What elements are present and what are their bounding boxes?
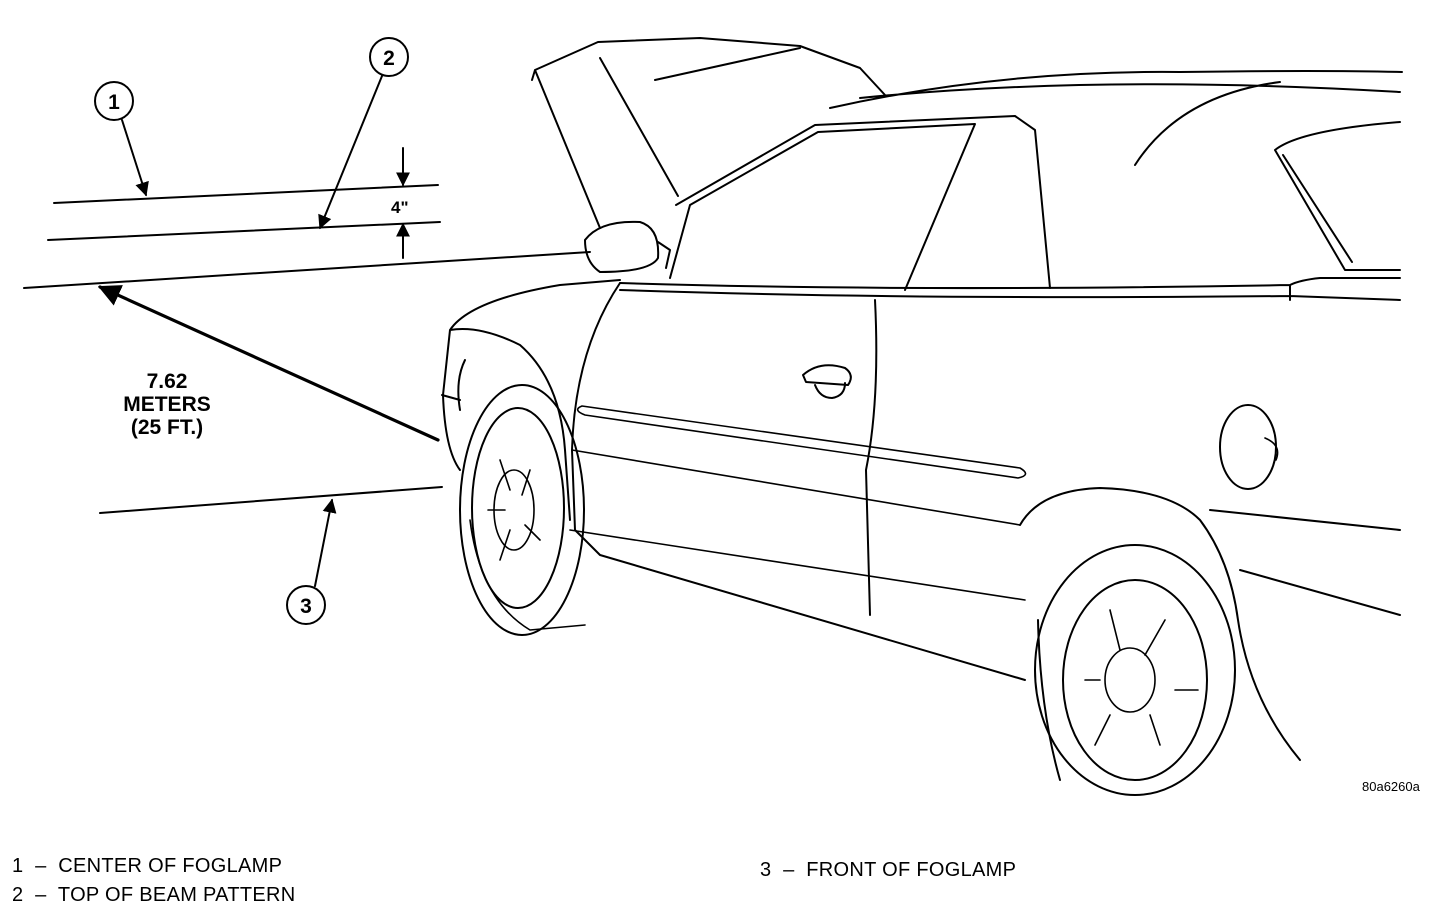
svg-text:2: 2 <box>383 47 395 70</box>
side-mirror <box>584 220 671 273</box>
distance-value: 7.62 <box>147 370 188 393</box>
rear-wheel <box>1034 544 1236 796</box>
front-wheel <box>459 384 586 636</box>
fuel-door <box>1219 404 1277 490</box>
legend-item-2: 2 – TOP OF BEAM PATTERN <box>12 884 296 906</box>
foglamp-horizon-line <box>23 251 591 289</box>
dimension-label: 4" <box>391 198 409 217</box>
callout-2: 2 <box>318 37 409 230</box>
windshield <box>669 115 1051 291</box>
car-illustration <box>441 37 1403 796</box>
distance-unit: METERS <box>123 393 211 416</box>
rear-quarter <box>1019 487 1401 761</box>
beam-reference-lines <box>23 184 591 514</box>
legend-item-1: 1 – CENTER OF FOGLAMP <box>12 855 283 877</box>
front-fender <box>441 279 621 521</box>
body-side-molding <box>576 405 1027 479</box>
center-of-foglamp-line <box>53 184 439 204</box>
distance-arrow: 7.62 METERS (25 FT.) <box>97 285 440 442</box>
callout-3: 3 <box>286 498 337 625</box>
figure-id: 80a6260a <box>1362 779 1421 794</box>
svg-text:1: 1 <box>108 91 120 114</box>
legend-item-3: 3 – FRONT OF FOGLAMP <box>760 859 1017 881</box>
door-handle <box>802 364 852 399</box>
dimension-4in: 4" <box>391 147 410 259</box>
belt-line <box>619 277 1401 301</box>
rear-window <box>1274 121 1401 271</box>
front-door <box>571 282 1026 681</box>
callout-1: 1 <box>94 81 149 197</box>
rocker-line <box>569 449 1026 601</box>
front-of-foglamp-line <box>99 486 443 514</box>
svg-text:3: 3 <box>300 595 312 618</box>
distance-feet: (25 FT.) <box>131 416 203 439</box>
open-hood <box>531 37 886 229</box>
top-of-beam-pattern-line <box>47 221 441 241</box>
roof-line <box>829 70 1403 166</box>
